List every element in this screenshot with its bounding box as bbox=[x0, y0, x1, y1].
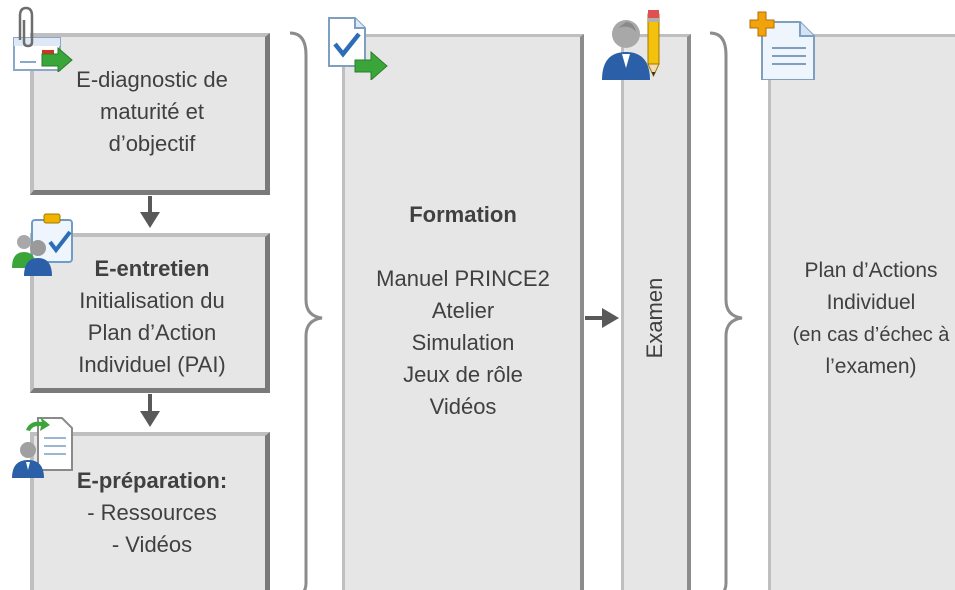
document-plus-icon bbox=[749, 11, 815, 80]
formation-line: Vidéos bbox=[429, 394, 497, 419]
brace-left bbox=[289, 31, 323, 590]
plan-line: Plan d’Actions bbox=[804, 259, 938, 282]
brace-right bbox=[709, 31, 743, 590]
formation-box bbox=[342, 34, 584, 590]
plan-line: Individuel bbox=[826, 291, 916, 314]
entretien-text: E-entretien Initialisation du Plan d’Act… bbox=[34, 253, 270, 381]
entretien-line: Plan d’Action bbox=[87, 320, 217, 345]
entretien-line: Initialisation du bbox=[79, 288, 225, 313]
diagnostic-line: maturité et bbox=[100, 99, 204, 124]
formation-title: Formation bbox=[409, 202, 517, 227]
formation-line: Simulation bbox=[411, 330, 515, 355]
examen-box bbox=[621, 34, 691, 590]
plan-text: Plan d’Actions Individuel (en cas d’éche… bbox=[771, 255, 955, 383]
user-document-refresh-icon bbox=[12, 417, 73, 478]
formation-line: Manuel PRINCE2 bbox=[376, 266, 550, 291]
preparation-line: - Ressources bbox=[87, 500, 217, 525]
formation-spacer bbox=[345, 231, 581, 263]
arrow-diagnostic-to-entretien bbox=[140, 196, 160, 228]
preparation-line: - Vidéos bbox=[111, 532, 193, 557]
users-checklist-icon bbox=[12, 213, 73, 276]
entretien-line: Individuel (PAI) bbox=[78, 352, 226, 377]
formation-line: Jeux de rôle bbox=[403, 362, 523, 387]
plan-box bbox=[768, 34, 955, 590]
preparation-title: E-préparation: bbox=[76, 468, 228, 493]
document-check-arrow-icon bbox=[328, 17, 388, 80]
preparation-text: E-préparation: - Ressources - Vidéos bbox=[34, 465, 270, 561]
plan-line: (en cas d’échec à bbox=[792, 324, 950, 346]
arrow-formation-to-examen bbox=[585, 308, 619, 328]
formation-text: Formation Manuel PRINCE2 Atelier Simulat… bbox=[345, 199, 581, 423]
diagnostic-line: E-diagnostic de bbox=[76, 67, 228, 92]
diagnostic-line: d’objectif bbox=[108, 131, 196, 156]
diagnostic-text: E-diagnostic de maturité et d’objectif bbox=[34, 64, 270, 160]
arrow-entretien-to-preparation bbox=[140, 394, 160, 427]
examen-label: Examen bbox=[642, 277, 667, 359]
formation-line: Atelier bbox=[431, 298, 495, 323]
user-pencil-icon bbox=[602, 10, 660, 80]
entretien-title: E-entretien bbox=[94, 256, 210, 281]
plan-line: l’examen) bbox=[825, 355, 917, 378]
document-attachment-arrow-icon bbox=[13, 6, 73, 72]
